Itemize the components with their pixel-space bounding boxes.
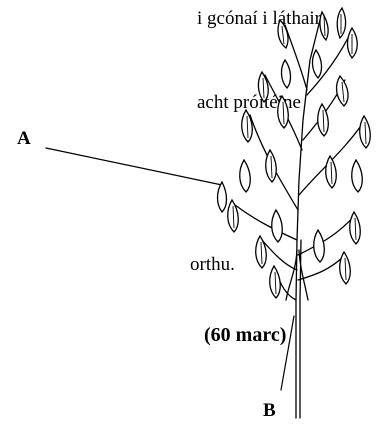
pointer-line-b <box>281 316 294 390</box>
pointer-line-a <box>46 148 222 185</box>
